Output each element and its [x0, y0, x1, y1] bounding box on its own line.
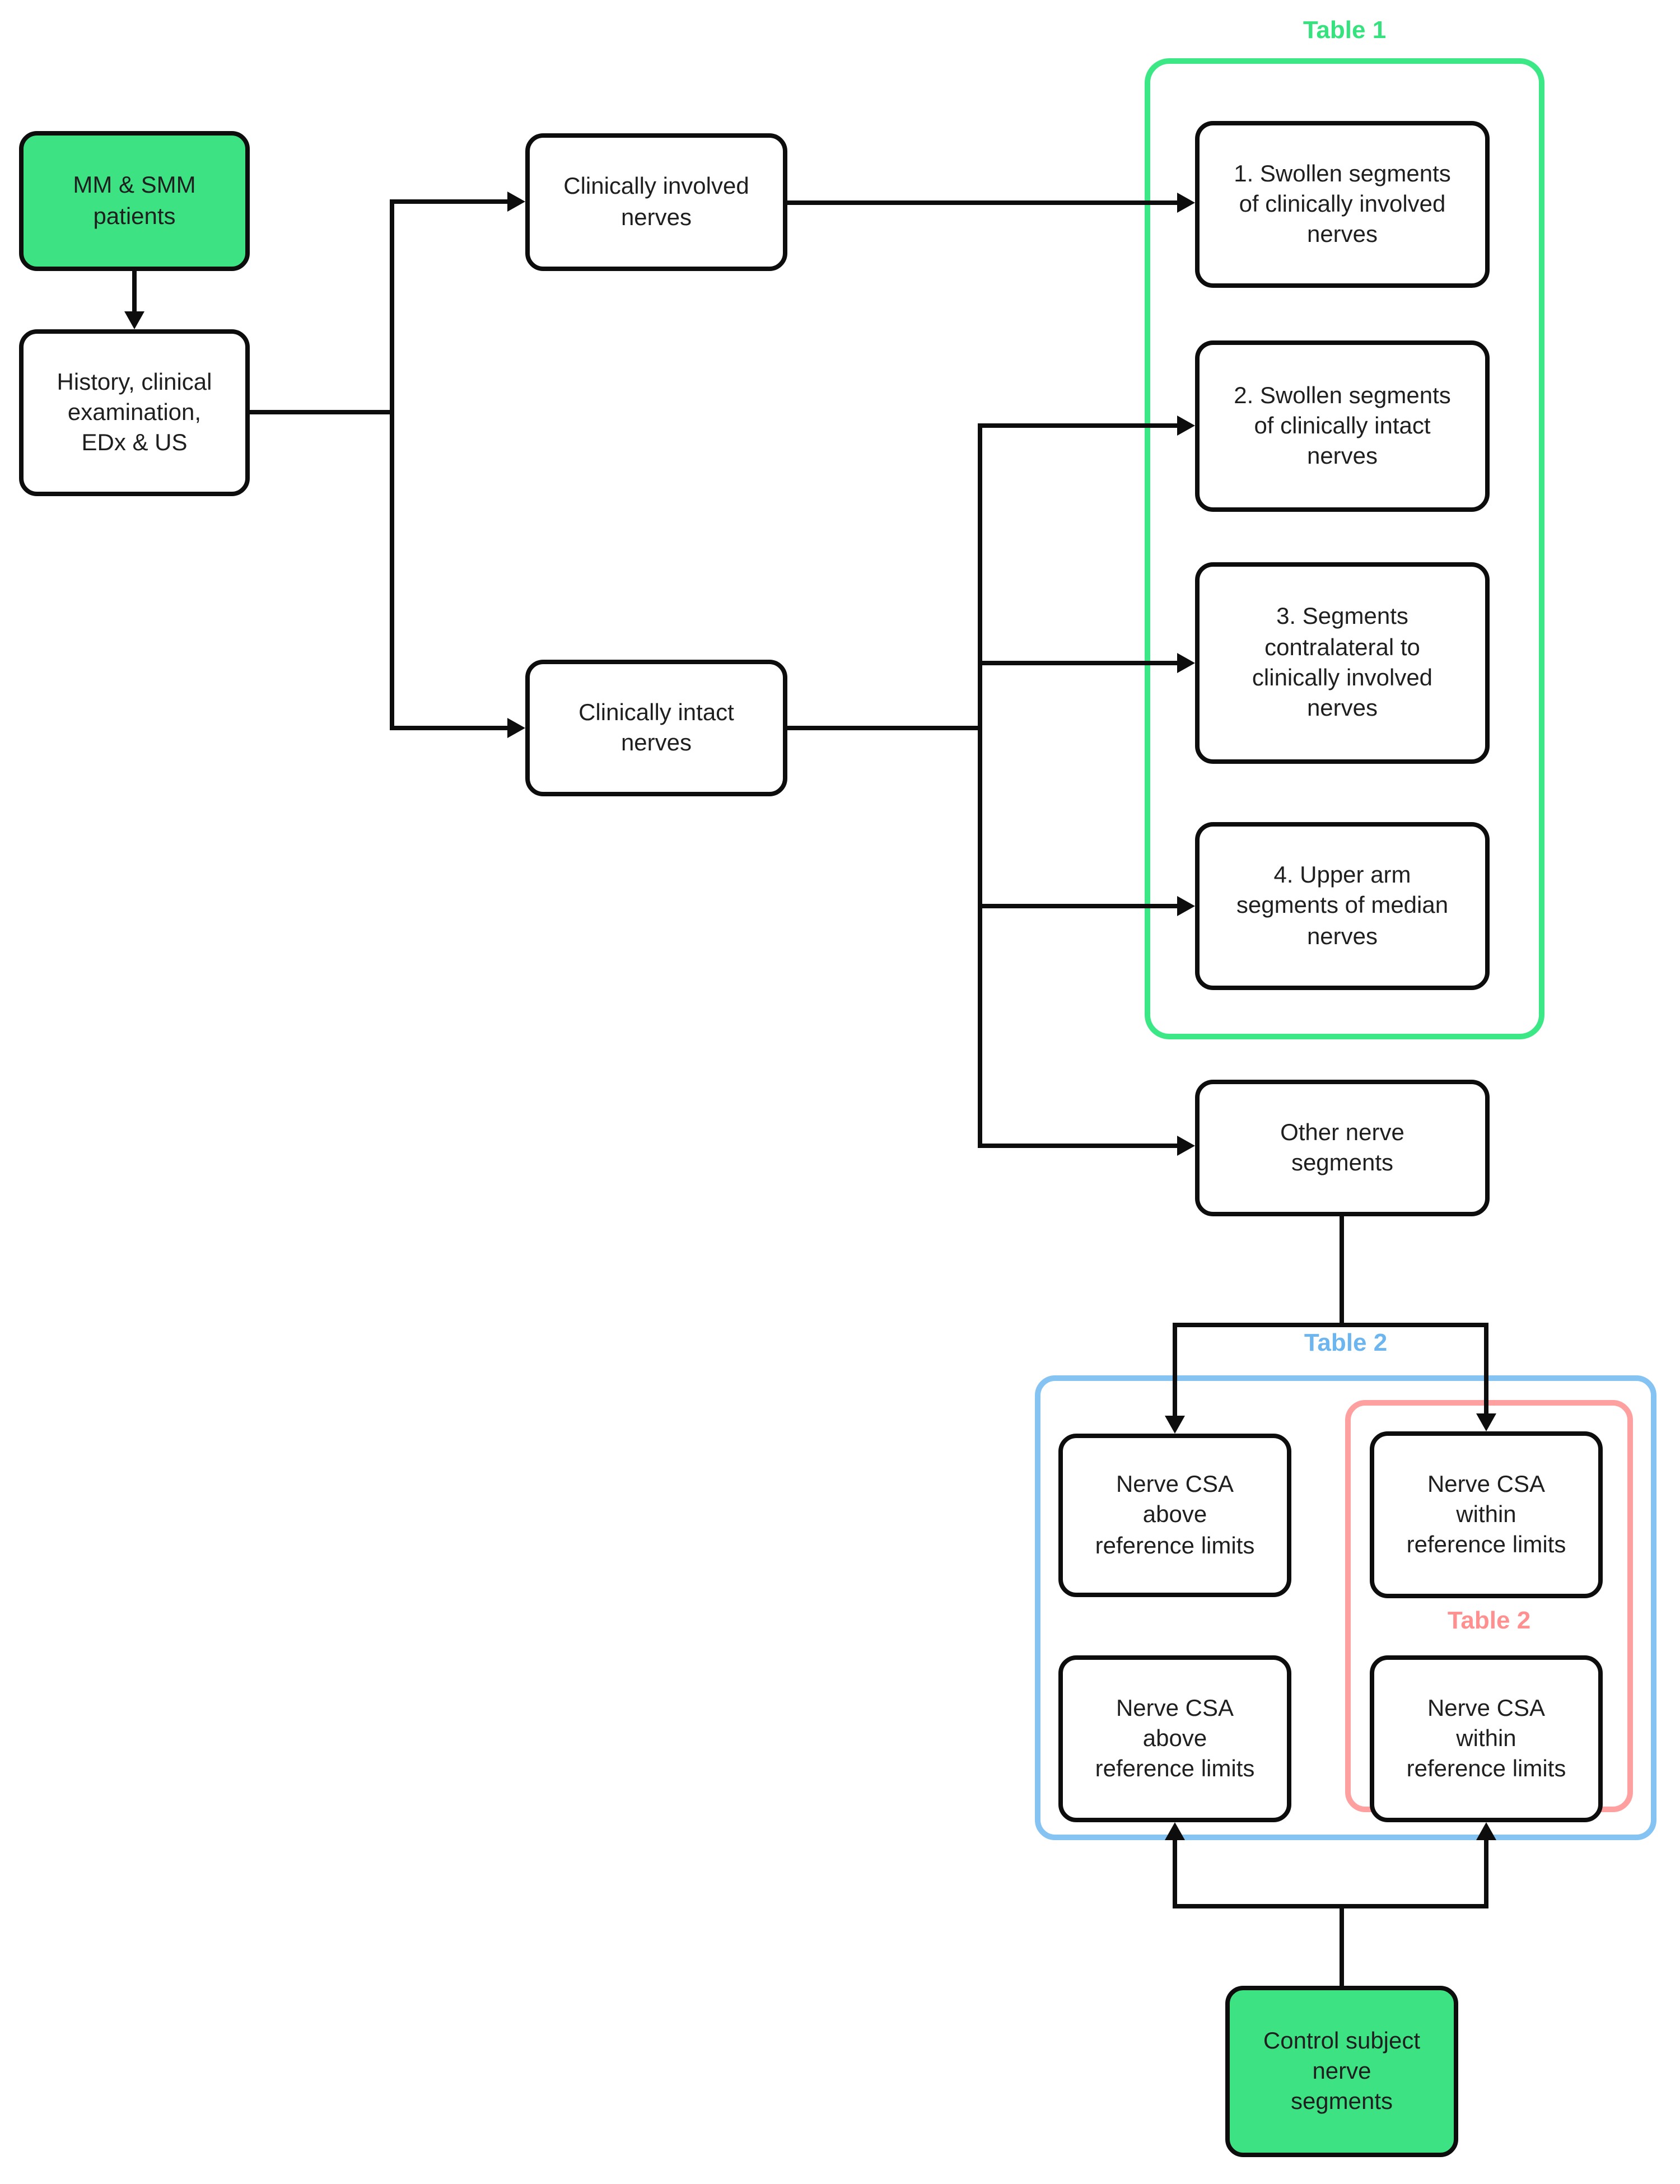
- node-clinically-involved: Clinically involved nerves: [525, 133, 787, 271]
- connector-split-top: [1173, 1323, 1488, 1327]
- connector-drop-right: [1484, 1323, 1488, 1416]
- table1-group-border: [1145, 58, 1544, 1039]
- connector-to-box4: [978, 904, 1177, 908]
- node-control-subject: Control subject nerve segments: [1225, 1986, 1458, 2157]
- connector-to-other: [978, 1144, 1177, 1148]
- node-table1-box1: 1. Swollen segments of clinically involv…: [1195, 121, 1490, 288]
- connector-split-bottom: [1173, 1904, 1488, 1908]
- node-history-exam: History, clinical examination, EDx & US: [19, 329, 250, 496]
- connector-involved-to-box1: [787, 200, 1177, 205]
- connector-rise-right: [1484, 1838, 1488, 1908]
- node-csa-within-bottom: Nerve CSA within reference limits: [1370, 1655, 1603, 1822]
- node-csa-above-bottom-label: Nerve CSA above reference limits: [1095, 1695, 1255, 1782]
- connector-mm-history: [132, 271, 137, 314]
- connector-rise-left: [1173, 1838, 1177, 1908]
- node-mm-smm-patients-label: MM & SMM patients: [73, 172, 196, 229]
- node-table1-box2: 2. Swollen segments of clinically intact…: [1195, 340, 1490, 512]
- node-csa-within-top-label: Nerve CSA within reference limits: [1406, 1471, 1566, 1558]
- connector-intact-branch: [787, 726, 980, 730]
- node-other-nerve-segments-label: Other nerve segments: [1280, 1119, 1404, 1176]
- arrowhead-into-box3: [1177, 653, 1195, 673]
- node-table1-box4-label: 4. Upper arm segments of median nerves: [1236, 862, 1449, 950]
- connector-branch-vertical: [390, 199, 394, 730]
- table2-inner-label: Table 2: [1447, 1606, 1531, 1634]
- arrowhead-into-box1: [1177, 193, 1195, 213]
- connector-control-up: [1340, 1904, 1344, 1986]
- node-csa-above-top: Nerve CSA above reference limits: [1058, 1434, 1291, 1597]
- node-history-exam-label: History, clinical examination, EDx & US: [57, 369, 212, 456]
- node-table1-box3-label: 3. Segments contralateral to clinically …: [1252, 604, 1433, 722]
- node-other-nerve-segments: Other nerve segments: [1195, 1080, 1490, 1216]
- node-csa-above-top-label: Nerve CSA above reference limits: [1095, 1472, 1255, 1559]
- connector-to-intact: [390, 726, 507, 730]
- arrowhead-into-other: [1177, 1136, 1195, 1156]
- arrowhead-into-csa-above-top: [1165, 1416, 1185, 1434]
- table1-label: Table 1: [1303, 16, 1387, 44]
- node-clinically-intact: Clinically intact nerves: [525, 660, 787, 796]
- connector-drop-left: [1173, 1323, 1177, 1418]
- connector-to-box3: [978, 661, 1177, 665]
- arrowhead-into-csa-within-top: [1476, 1413, 1496, 1431]
- arrowhead-into-history: [124, 311, 144, 329]
- node-table1-box2-label: 2. Swollen segments of clinically intact…: [1234, 382, 1451, 470]
- arrowhead-into-box4: [1177, 896, 1195, 916]
- table2-group-border: [1035, 1375, 1656, 1840]
- connector-intact-vertical: [978, 423, 982, 1148]
- arrowhead-into-csa-above-bottom: [1165, 1822, 1185, 1840]
- arrowhead-into-involved: [507, 192, 525, 212]
- node-control-subject-label: Control subject nerve segments: [1263, 2028, 1421, 2115]
- arrowhead-into-csa-within-bottom: [1476, 1822, 1496, 1840]
- arrowhead-into-intact: [507, 718, 525, 738]
- connector-to-box2: [978, 423, 1177, 428]
- connector-other-down: [1340, 1216, 1344, 1327]
- node-table1-box4: 4. Upper arm segments of median nerves: [1195, 822, 1490, 990]
- node-clinically-involved-label: Clinically involved nerves: [563, 174, 749, 230]
- table2-label: Table 2: [1304, 1328, 1388, 1356]
- node-table1-box1-label: 1. Swollen segments of clinically involv…: [1234, 161, 1451, 248]
- node-clinically-intact-label: Clinically intact nerves: [578, 699, 734, 756]
- node-csa-within-top: Nerve CSA within reference limits: [1370, 1431, 1603, 1598]
- node-csa-above-bottom: Nerve CSA above reference limits: [1058, 1655, 1291, 1822]
- arrowhead-into-box2: [1177, 416, 1195, 436]
- node-mm-smm-patients: MM & SMM patients: [19, 131, 250, 271]
- connector-to-involved: [390, 199, 507, 204]
- node-csa-within-bottom-label: Nerve CSA within reference limits: [1406, 1695, 1566, 1782]
- node-table1-box3: 3. Segments contralateral to clinically …: [1195, 562, 1490, 764]
- connector-history-branch: [250, 410, 392, 414]
